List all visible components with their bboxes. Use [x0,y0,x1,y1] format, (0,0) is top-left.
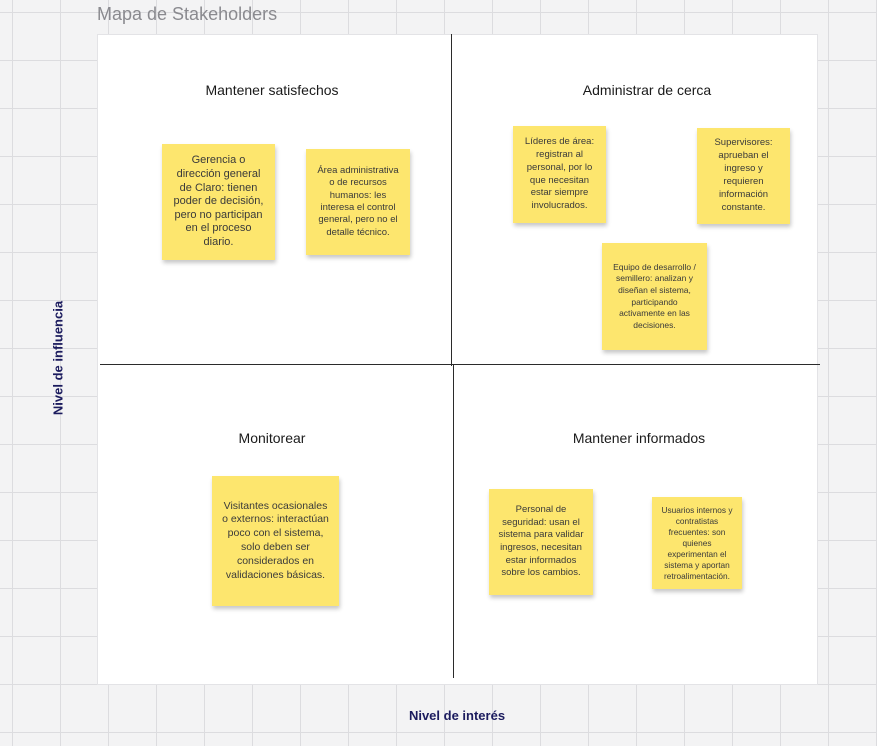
sticky-note-personal-seguridad[interactable]: Personal de seguridad: usan el sistema p… [489,489,593,595]
y-axis-label: Nivel de influencia [50,300,66,416]
quadrant-label-keep-informed: Mantener informados [572,430,706,446]
sticky-note-text: Gerencia o dirección general de Claro: t… [173,154,264,248]
vertical-divider-bottom [453,365,454,678]
sticky-note-text: Líderes de área: registran al personal, … [524,135,595,212]
sticky-note-text: Usuarios internos y contratistas frecuen… [661,504,733,581]
quadrant-label-monitor: Monitorear [238,430,306,446]
sticky-note-text: Equipo de desarrollo / semillero: analiz… [613,261,696,330]
quadrant-label-keep-satisfied: Mantener satisfechos [205,82,339,98]
vertical-divider-top [451,34,452,366]
sticky-note-visitantes[interactable]: Visitantes ocasionales o externos: inter… [212,476,339,606]
board-title: Mapa de Stakeholders [97,4,278,24]
sticky-note-equipo-desarrollo[interactable]: Equipo de desarrollo / semillero: analiz… [602,243,707,350]
x-axis-label: Nivel de interés [408,708,506,723]
sticky-note-supervisores[interactable]: Supervisores: aprueban el ingreso y requ… [697,128,790,224]
sticky-note-usuarios-internos[interactable]: Usuarios internos y contratistas frecuen… [652,497,742,589]
sticky-note-text: Personal de seguridad: usan el sistema p… [498,504,584,579]
sticky-note-text: Visitantes ocasionales o externos: inter… [222,499,329,581]
horizontal-divider [100,364,820,365]
sticky-note-text: Supervisores: aprueban el ingreso y requ… [714,137,773,213]
quadrant-label-manage-closely: Administrar de cerca [582,82,712,98]
sticky-note-text: Área administrativa o de recursos humano… [317,164,399,238]
sticky-note-lideres[interactable]: Líderes de área: registran al personal, … [513,126,606,223]
sticky-note-area-administrativa[interactable]: Área administrativa o de recursos humano… [306,149,410,255]
sticky-note-gerencia[interactable]: Gerencia o dirección general de Claro: t… [162,144,275,260]
